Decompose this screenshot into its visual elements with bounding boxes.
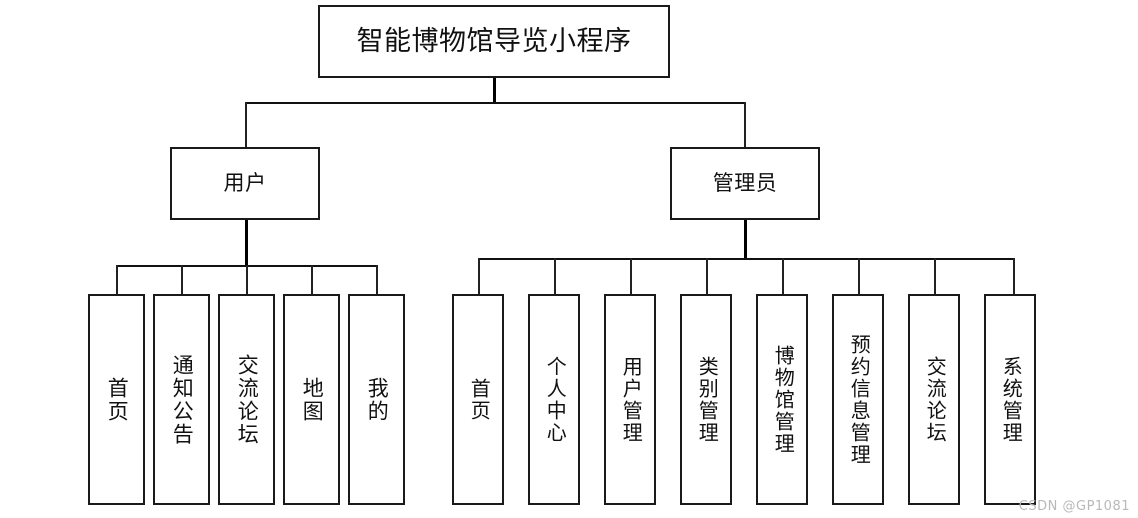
connector-user-leaf-drop-5 — [376, 265, 378, 294]
leaf-node-admin-7-label: 交流论坛 — [923, 355, 946, 444]
leaf-node-admin-2[interactable]: 个人中心 — [528, 294, 580, 505]
leaf-node-user-1[interactable]: 首页 — [88, 294, 145, 505]
connector-admin-stub — [744, 220, 747, 260]
leaf-node-admin-5[interactable]: 博物馆管理 — [756, 294, 808, 505]
branch-node-admin-label: 管理员 — [712, 171, 778, 196]
connector-level2-bus — [245, 102, 746, 104]
leaf-node-admin-1[interactable]: 首页 — [452, 294, 504, 505]
connector-admin-leaf-drop-7 — [934, 258, 936, 294]
leaf-node-admin-6[interactable]: 预约信息管理 — [832, 294, 884, 505]
leaf-node-user-4[interactable]: 地图 — [283, 294, 340, 505]
root-node-label: 智能博物馆导览小程序 — [356, 25, 632, 56]
connector-drop-admin — [744, 102, 746, 148]
connector-admin-leaf-drop-5 — [782, 258, 784, 294]
leaf-node-user-5-label: 我的 — [365, 376, 390, 423]
connector-admin-leaf-bus — [478, 258, 1015, 260]
leaf-node-user-1-label: 首页 — [105, 376, 130, 423]
leaf-node-admin-8[interactable]: 系统管理 — [984, 294, 1036, 505]
connector-user-leaf-drop-3 — [246, 265, 248, 294]
leaf-node-admin-3[interactable]: 用户管理 — [604, 294, 656, 505]
connector-root-stub — [493, 78, 496, 104]
leaf-node-admin-4-label: 类别管理 — [695, 355, 718, 444]
connector-user-leaf-drop-1 — [116, 265, 118, 294]
connector-admin-leaf-drop-4 — [706, 258, 708, 294]
leaf-node-admin-2-label: 个人中心 — [543, 355, 566, 444]
branch-node-user[interactable]: 用户 — [170, 147, 320, 220]
leaf-node-admin-4[interactable]: 类别管理 — [680, 294, 732, 505]
connector-drop-user — [245, 102, 247, 148]
leaf-node-user-4-label: 地图 — [300, 376, 325, 423]
connector-admin-leaf-drop-2 — [554, 258, 556, 294]
connector-admin-leaf-drop-1 — [478, 258, 480, 294]
leaf-node-admin-5-label: 博物馆管理 — [771, 344, 794, 455]
connector-admin-leaf-drop-3 — [630, 258, 632, 294]
leaf-node-admin-3-label: 用户管理 — [619, 355, 642, 444]
connector-admin-leaf-drop-8 — [1013, 258, 1015, 294]
connector-admin-leaf-drop-6 — [858, 258, 860, 294]
connector-user-leaf-drop-4 — [311, 265, 313, 294]
leaf-node-user-3[interactable]: 交流论坛 — [218, 294, 275, 505]
watermark: CSDN @GP1081 — [1018, 499, 1130, 514]
leaf-node-user-5[interactable]: 我的 — [348, 294, 405, 505]
leaf-node-admin-7[interactable]: 交流论坛 — [908, 294, 960, 505]
branch-node-admin[interactable]: 管理员 — [670, 147, 820, 220]
leaf-node-admin-8-label: 系统管理 — [999, 355, 1022, 444]
leaf-node-admin-6-label: 预约信息管理 — [847, 333, 870, 466]
leaf-node-user-2-label: 通知公告 — [170, 353, 195, 446]
connector-user-leaf-drop-2 — [181, 265, 183, 294]
connector-user-stub — [245, 220, 248, 267]
leaf-node-user-2[interactable]: 通知公告 — [153, 294, 210, 505]
root-node-system[interactable]: 智能博物馆导览小程序 — [318, 5, 670, 78]
branch-node-user-label: 用户 — [223, 171, 267, 196]
leaf-node-admin-1-label: 首页 — [467, 377, 490, 422]
leaf-node-user-3-label: 交流论坛 — [235, 353, 260, 446]
